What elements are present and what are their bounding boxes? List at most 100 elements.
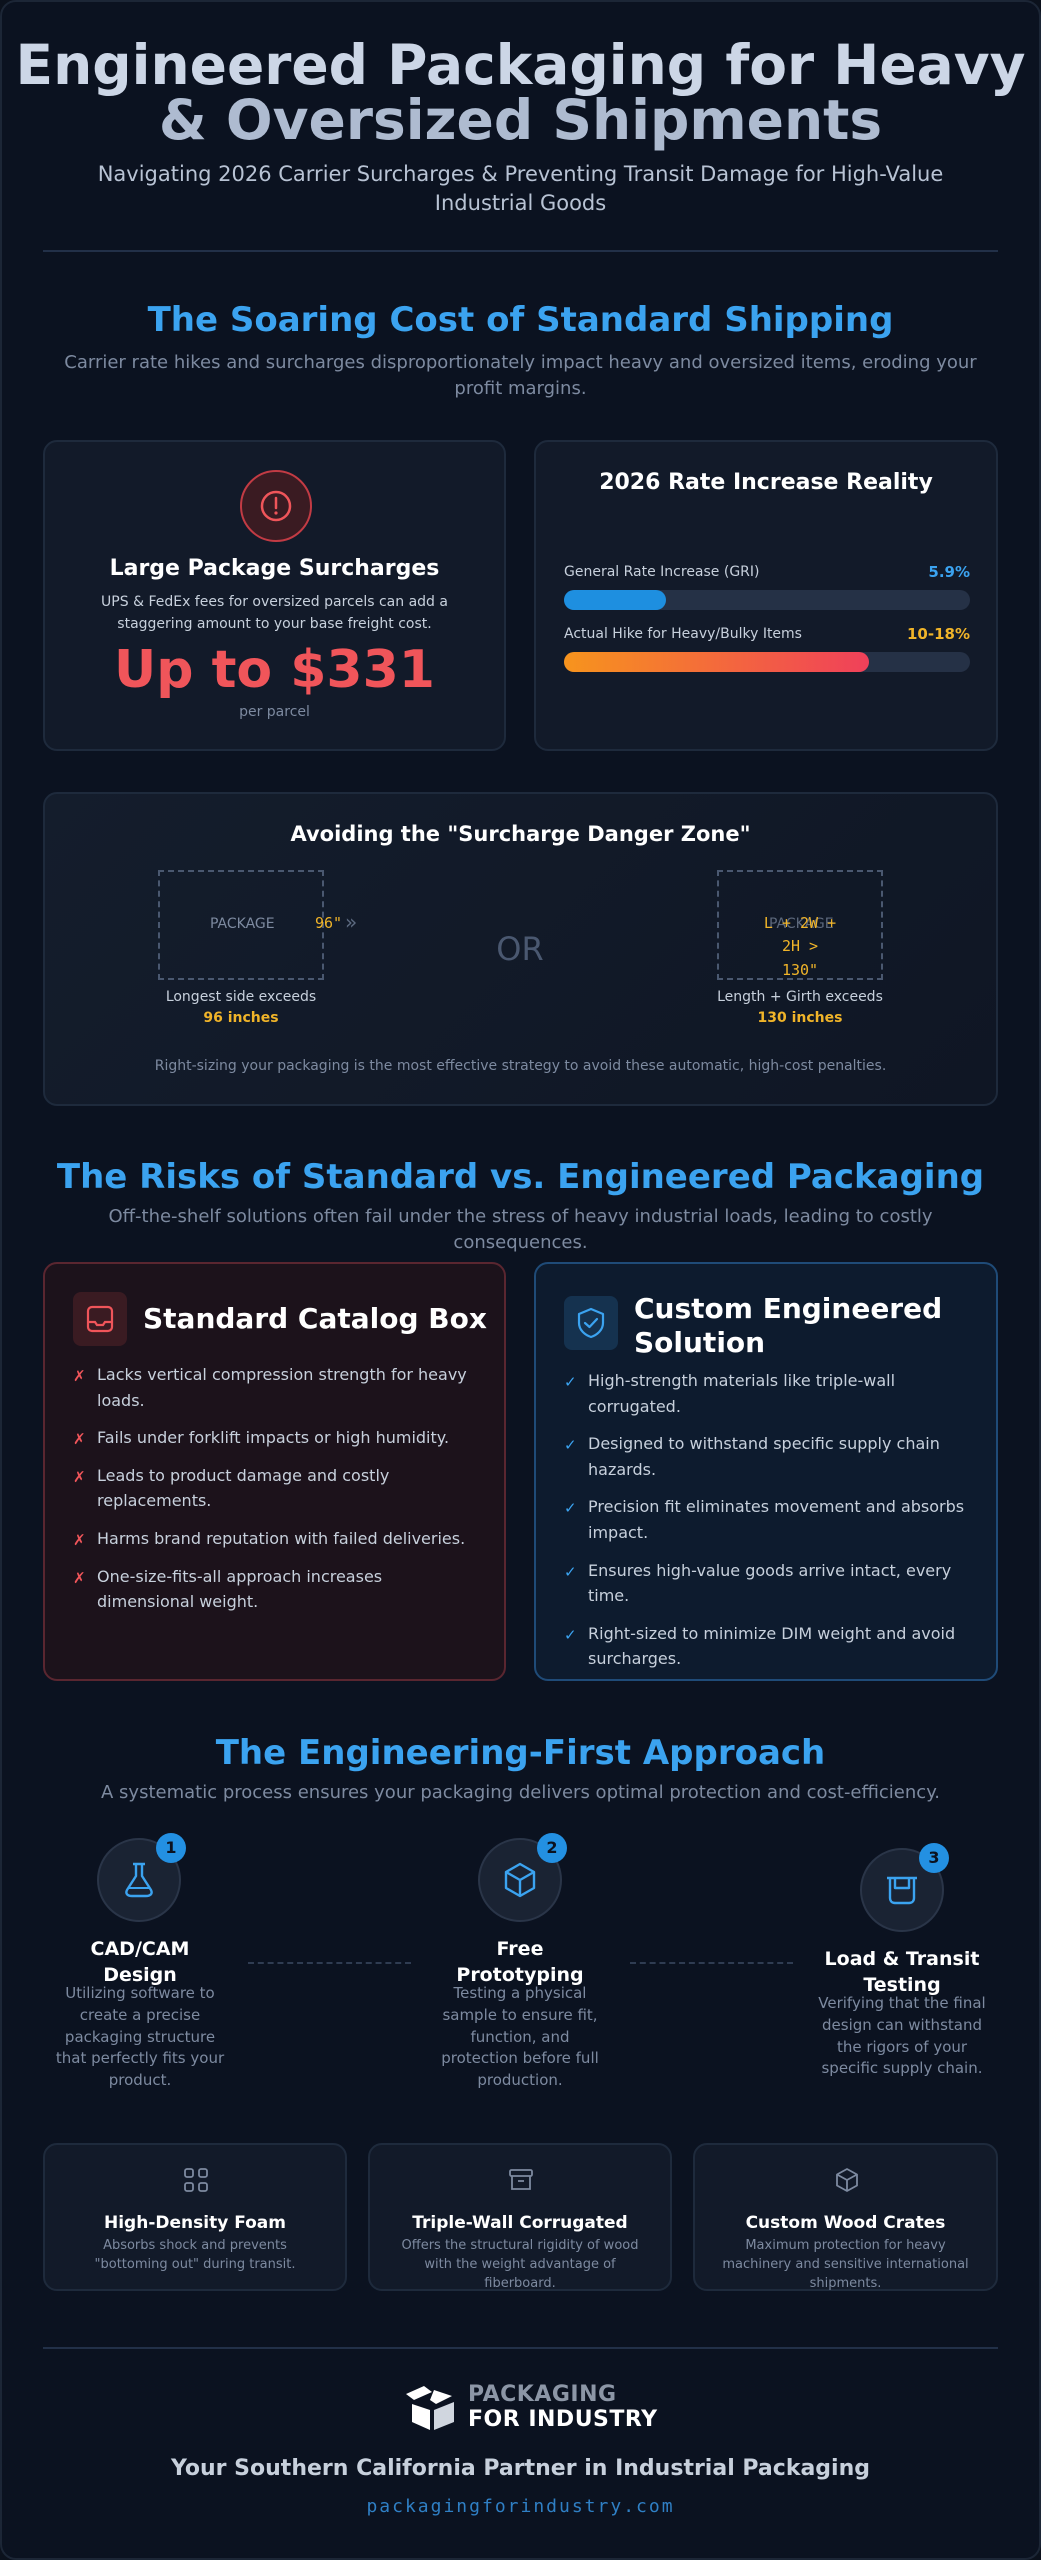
- custom-list: ✓ High-strength materials like triple-wal…: [564, 1368, 974, 1684]
- step-3-title: Load & Transit Testing: [824, 1948, 980, 1996]
- standard-list: ✗ Lacks vertical compression strength for…: [73, 1362, 483, 1627]
- bulky-value: 10-18%: [906, 625, 970, 643]
- footer-tagline: Your Southern California Partner in Indu…: [170, 2456, 870, 2481]
- brand-logo[interactable]: PACKAGING FOR INDUSTRY: [402, 2380, 657, 2436]
- standard-box-card: Standard Catalog Box ✗Lacks vertical com…: [43, 1262, 506, 1681]
- material-desc-crates: Maximum protection for heavy machinery a…: [722, 2238, 969, 2291]
- approach-heading: The Engineering-First Approach: [215, 1733, 826, 1773]
- standard-mark-icon: ✗: [73, 1367, 86, 1385]
- longest-caption: Longest side exceeds: [165, 989, 317, 1005]
- bulky-bar-track: [564, 652, 970, 672]
- archive-box-icon: [509, 2169, 533, 2190]
- standard-list-item: ✗Leads to product damage and costly repl…: [73, 1463, 483, 1514]
- bulky-label: Actual Hike for Heavy/Bulky Items: [564, 626, 802, 642]
- material-card-crates: Custom Wood Crates Maximum protection fo…: [693, 2143, 998, 2291]
- custom-item-text: Ensures high-value goods arrive intact, …: [588, 1560, 952, 1606]
- longest-side-box-label: PACKAGE: [210, 916, 275, 932]
- step-1-circle: [97, 1838, 181, 1922]
- custom-mark-icon: ✓: [564, 1373, 577, 1391]
- material-title-crates: Custom Wood Crates: [745, 2213, 946, 2233]
- risks-lede: Off-the-shelf solutions often fail under…: [108, 1206, 933, 1254]
- logo-text-line1: PACKAGING: [468, 2382, 617, 2407]
- girth-formula: L + 2W + 2H > 130": [763, 914, 837, 979]
- standard-item-text: One-size-fits-all approach increases dim…: [97, 1566, 383, 1612]
- shield-icon-tile: [564, 1296, 618, 1350]
- custom-list-item: ✓Precision fit eliminates movement and a…: [564, 1494, 974, 1545]
- custom-item-text: High-strength materials like triple-wall…: [588, 1371, 896, 1416]
- custom-item-text: Right-sized to minimize DIM weight and a…: [588, 1623, 956, 1669]
- alert-icon: [260, 490, 292, 522]
- standard-list-item: ✗ Fails under forklift impacts or high hu…: [73, 1425, 483, 1451]
- load-test-icon: [887, 1876, 917, 1905]
- standard-list-item: ✗ One-size-fits-all approach increases di…: [73, 1564, 483, 1615]
- shield-check-icon: [577, 1307, 605, 1339]
- approach-lede: A systematic process ensures your packag…: [101, 1782, 940, 1803]
- custom-list-item: ✓ Right-sized to minimize DIM weight and …: [564, 1621, 974, 1672]
- logo-text-line2: FOR INDUSTRY: [468, 2407, 658, 2432]
- page-subtitle: Navigating 2026 Carrier Surcharges & Pre…: [97, 162, 944, 216]
- surcharge-text: UPS & FedEx fees for oversized parcels c…: [101, 594, 448, 632]
- standard-item-text: Fails under forklift impacts or high hum…: [97, 1428, 450, 1448]
- longest-dim: 96": [315, 914, 343, 932]
- surcharge-unit: per parcel: [239, 704, 310, 720]
- gri-value: 5.9%: [928, 563, 970, 581]
- rate-title: 2026 Rate Increase Reality: [599, 470, 933, 495]
- cube-icon: [504, 1862, 536, 1898]
- gri-bar-fill: [564, 590, 666, 610]
- risks-heading: The Risks of Standard vs. Engineered Pac…: [56, 1157, 985, 1197]
- custom-mark-icon: ✓: [564, 1499, 577, 1518]
- girth-highlight: 130 inches: [757, 1010, 843, 1026]
- step-1-title: CAD/CAM Design: [90, 1938, 190, 1986]
- cost-heading: The Soaring Cost of Standard Shipping: [147, 300, 894, 340]
- chevron-right-icon: »: [345, 910, 358, 934]
- step-2-badge: 2: [537, 1833, 567, 1863]
- material-card-corrugated: Triple-Wall Corrugated Offers the struct…: [368, 2143, 672, 2291]
- cost-lede: Carrier rate hikes and surcharges dispro…: [64, 352, 977, 400]
- or-separator: OR: [496, 930, 544, 968]
- custom-mark-icon: ✓: [564, 1625, 577, 1644]
- step-1-desc: Utilizing software to create a precise p…: [55, 1984, 225, 2089]
- custom-list-item: ✓Designed to withstand specific supply c…: [564, 1431, 974, 1482]
- surcharge-title: Large Package Surcharges: [109, 556, 440, 581]
- step-2-title: Free Prototyping: [456, 1938, 584, 1986]
- material-title-corrugated: Triple-Wall Corrugated: [412, 2213, 628, 2233]
- standard-mark-icon: ✗: [73, 1430, 86, 1449]
- flask-icon: [125, 1862, 153, 1898]
- step-3-desc: Verifying that the final design can with…: [818, 1994, 986, 2078]
- step-3-badge: 3: [919, 1843, 949, 1873]
- girth-box-label: PACKAGE: [769, 916, 834, 932]
- custom-solution-card: Custom Engineered Solution ✓High-strengt…: [534, 1262, 998, 1681]
- material-card-foam: High-Density Foam Absorbs shock and prev…: [43, 2143, 347, 2291]
- step-connector-1: [248, 1962, 411, 1964]
- custom-item-text: Designed to withstand specific supply ch…: [588, 1434, 940, 1479]
- longest-highlight: 96 inches: [203, 1010, 279, 1026]
- inbox-icon-tile: [73, 1292, 127, 1346]
- rate-card: 2026 Rate Increase Reality General Rate …: [534, 440, 998, 751]
- header-divider: [43, 250, 998, 252]
- standard-item-text: Leads to product damage and costly repla…: [97, 1465, 390, 1511]
- standard-item-text: Harms brand reputation with failed deliv…: [97, 1528, 466, 1548]
- crate-cube-icon: [836, 2168, 858, 2192]
- standard-list-item: ✗ Harms brand reputation with failed deli…: [73, 1526, 483, 1552]
- standard-mark-icon: ✗: [73, 1530, 86, 1549]
- custom-mark-icon: ✓: [564, 1562, 577, 1581]
- custom-list-item: ✓ Ensures high-value goods arrive intact,…: [564, 1558, 974, 1609]
- surcharge-amount: Up to $331: [114, 640, 435, 700]
- footer-url-link[interactable]: packagingforindustry.com: [366, 2496, 675, 2517]
- material-title-foam: High-Density Foam: [104, 2213, 286, 2233]
- custom-list-item: ✓ High-strength materials like triple-wal…: [564, 1368, 974, 1419]
- danger-title: Avoiding the "Surcharge Danger Zone": [290, 822, 751, 846]
- longest-side-box: PACKAGE: [158, 870, 324, 980]
- gri-bar-track: [564, 590, 970, 610]
- girth-caption: Length + Girth exceeds: [717, 989, 883, 1005]
- standard-mark-icon: ✗: [73, 1568, 86, 1587]
- step-2-desc: Testing a physical sample to ensure fit,…: [441, 1984, 599, 2089]
- standard-list-item: ✗ Lacks vertical compression strength for…: [73, 1362, 483, 1413]
- standard-item-text: Lacks vertical compression strength for …: [97, 1365, 467, 1410]
- danger-note: Right-sizing your packaging is the most …: [154, 1058, 887, 1074]
- surcharge-card: Large Package Surcharges UPS & FedEx fee…: [43, 440, 506, 751]
- alert-icon-circle: [240, 470, 312, 542]
- girth-box: PACKAGE L + 2W + 2H > 130": [717, 870, 883, 980]
- material-desc-foam: Absorbs shock and prevents "bottoming ou…: [94, 2238, 296, 2272]
- grid-icon: [184, 2168, 208, 2192]
